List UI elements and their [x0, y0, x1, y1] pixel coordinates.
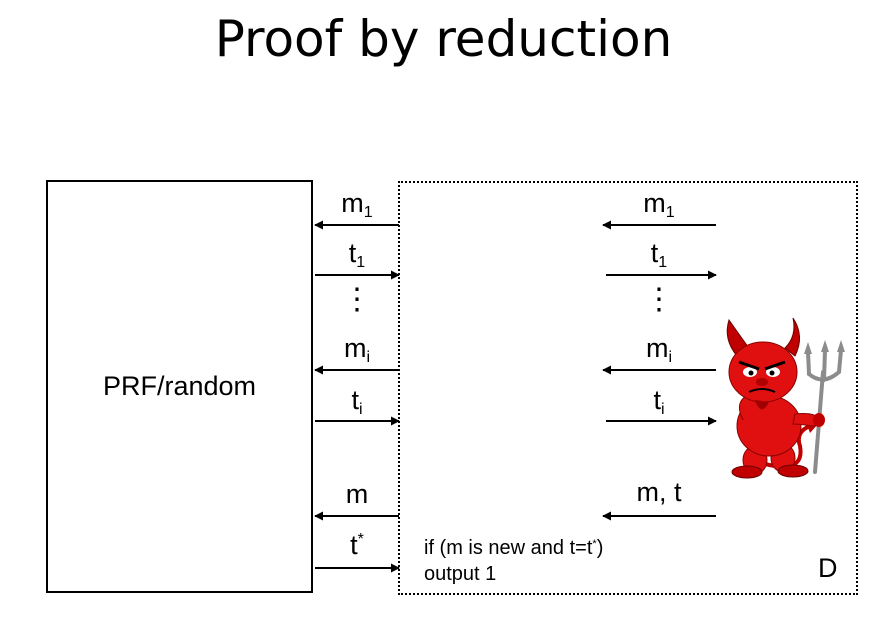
label-right-t1: t1 — [650, 238, 668, 271]
label-left-m1: m1 — [341, 188, 373, 221]
slide-title: Proof by reduction — [214, 10, 673, 68]
label-right-mt: m, t — [636, 477, 682, 507]
vdots-right: ⋮ — [644, 283, 674, 316]
condition-text: if (m is new and t=t*) — [424, 537, 604, 559]
label-right-mi: mi — [645, 333, 673, 366]
label-left-t1: t1 — [348, 238, 366, 271]
label-right-m1: m1 — [643, 188, 675, 221]
label-right-ti: ti — [653, 385, 665, 418]
vdots-left: ⋮ — [342, 283, 372, 316]
output-text: output 1 — [424, 563, 497, 585]
distinguisher-label: D — [818, 553, 838, 583]
prf-label: PRF/random — [102, 371, 257, 401]
distinguisher-box — [398, 181, 858, 595]
label-left-mi: mi — [343, 333, 371, 366]
label-left-tstar: t* — [350, 530, 364, 560]
devil-icon — [726, 317, 845, 479]
label-left-m: m — [345, 479, 369, 509]
label-left-ti: ti — [351, 385, 363, 418]
prf-oracle-box — [46, 180, 313, 593]
